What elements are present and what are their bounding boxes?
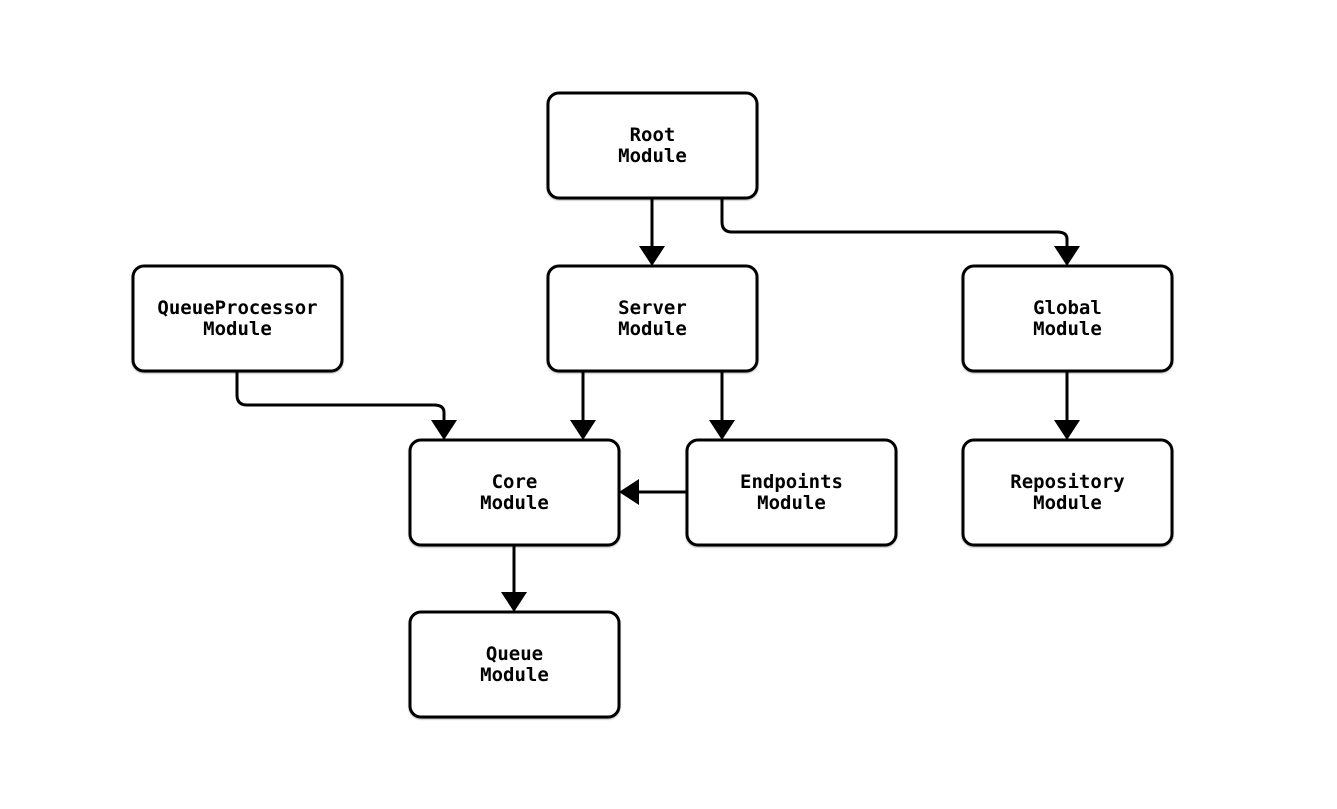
arrowhead-server-to-core [570, 420, 596, 440]
arrowhead-core-to-queue [501, 592, 527, 612]
node-core-box [408, 438, 621, 547]
node-global-box [961, 264, 1174, 373]
arrowhead-queueprocessor-to-core [431, 420, 457, 440]
arrowhead-root-to-server [639, 246, 665, 266]
edge-queueprocessor-to-core [235, 371, 446, 420]
node-server-box [546, 264, 759, 373]
node-root-box [546, 91, 759, 200]
arrowhead-global-to-repository [1054, 420, 1080, 440]
node-repository-box [961, 438, 1174, 547]
arrowhead-endpoints-to-core [619, 479, 639, 505]
arrowhead-root-to-global [1054, 246, 1080, 266]
edges-layer [235, 198, 1080, 612]
node-queue-box [408, 610, 621, 719]
arrowhead-server-to-endpoints [709, 420, 735, 440]
edge-root-to-global [720, 198, 1069, 246]
node-endpoints-box [685, 438, 898, 547]
node-queueprocessor-box [131, 264, 344, 373]
